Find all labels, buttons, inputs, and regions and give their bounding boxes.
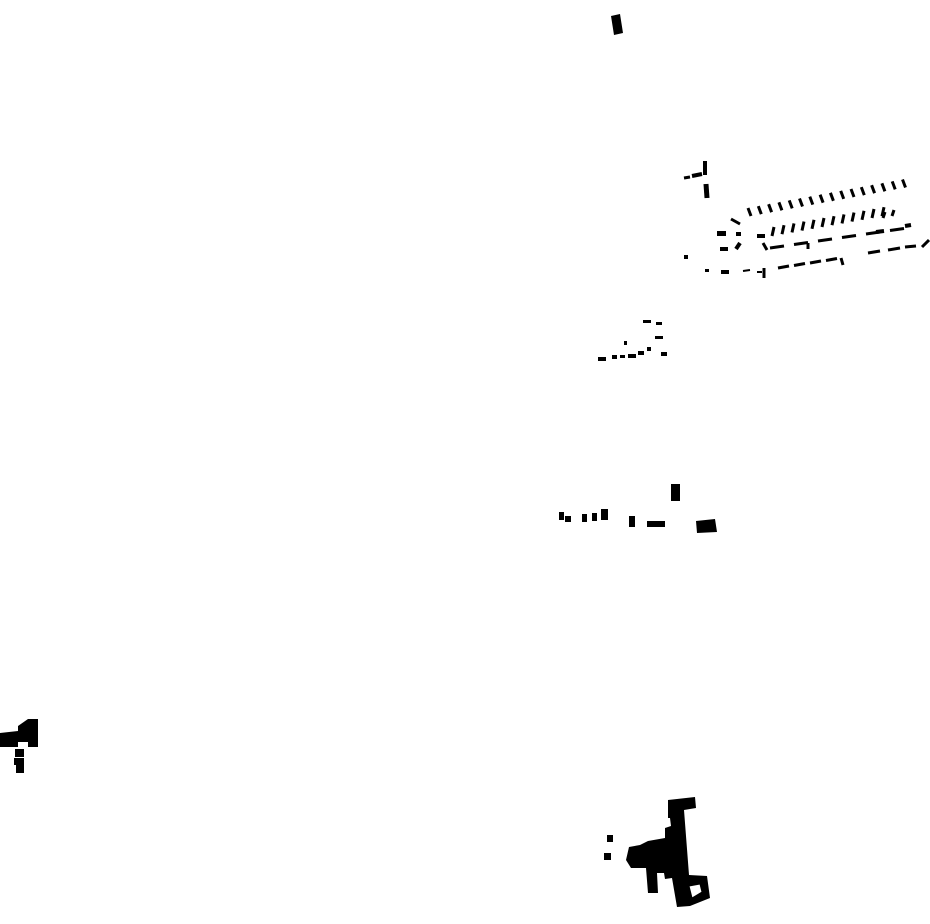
building: [565, 516, 571, 522]
building: [818, 194, 825, 204]
building: [860, 210, 866, 221]
building: [901, 178, 907, 189]
building: [870, 208, 876, 219]
building: [859, 186, 866, 196]
building: [0, 719, 38, 747]
building: [904, 223, 912, 228]
building: [828, 192, 835, 202]
building: [624, 341, 627, 345]
building: [841, 234, 857, 239]
building: [736, 232, 741, 236]
building: [582, 514, 587, 522]
building: [661, 352, 667, 356]
building: [867, 249, 881, 255]
building: [705, 269, 709, 272]
building: [742, 269, 751, 272]
building: [849, 188, 856, 198]
building: [626, 797, 710, 907]
building: [810, 219, 816, 230]
building: [620, 355, 625, 358]
building: [638, 351, 644, 355]
building: [756, 205, 763, 215]
building: [767, 203, 774, 213]
building: [808, 196, 815, 206]
building: [880, 206, 886, 217]
building: [734, 241, 742, 251]
building: [703, 183, 710, 199]
building: [787, 199, 794, 209]
building: [717, 231, 726, 236]
building: [793, 241, 809, 246]
building: [628, 354, 636, 358]
building: [607, 835, 613, 842]
building: [671, 484, 680, 501]
building: [889, 227, 905, 232]
building: [721, 270, 729, 274]
building: [684, 255, 688, 259]
building: [656, 322, 662, 325]
courtyard: [688, 883, 703, 899]
building: [904, 244, 917, 249]
building: [683, 175, 691, 180]
building: [647, 347, 651, 351]
building: [720, 247, 728, 251]
building: [839, 190, 846, 200]
building: [817, 237, 833, 243]
building: [559, 512, 564, 520]
building: [696, 519, 717, 533]
building: [825, 257, 838, 262]
building: [790, 223, 796, 233]
building: [793, 262, 806, 267]
building: [15, 749, 24, 757]
building: [647, 521, 665, 527]
building: [14, 758, 24, 765]
building: [875, 229, 885, 234]
building: [611, 14, 623, 35]
buildings-layer: [0, 14, 930, 907]
building: [890, 209, 896, 217]
building: [601, 509, 608, 520]
building: [629, 516, 635, 527]
building: [777, 201, 784, 211]
building: [780, 224, 786, 235]
building: [643, 320, 651, 323]
building: [839, 257, 845, 266]
building: [920, 238, 930, 249]
building: [880, 182, 887, 192]
building: [598, 357, 606, 361]
building: [746, 207, 753, 217]
building: [798, 197, 804, 208]
building: [850, 212, 856, 222]
building: [761, 242, 769, 251]
building: [769, 244, 785, 250]
building: [757, 234, 765, 238]
building: [809, 259, 822, 265]
building: [870, 184, 877, 194]
building: [612, 355, 617, 359]
building: [890, 180, 897, 190]
building: [691, 172, 703, 178]
building: [881, 211, 887, 219]
building: [887, 246, 901, 252]
building: [660, 856, 681, 868]
building: [604, 853, 611, 860]
building: [800, 221, 806, 231]
building: [820, 217, 826, 228]
building: [770, 226, 776, 237]
building: [830, 215, 836, 226]
building: [655, 336, 663, 339]
building: [777, 264, 790, 270]
building: [730, 217, 741, 226]
building: [16, 765, 24, 773]
building: [840, 214, 846, 224]
building: [592, 513, 597, 521]
